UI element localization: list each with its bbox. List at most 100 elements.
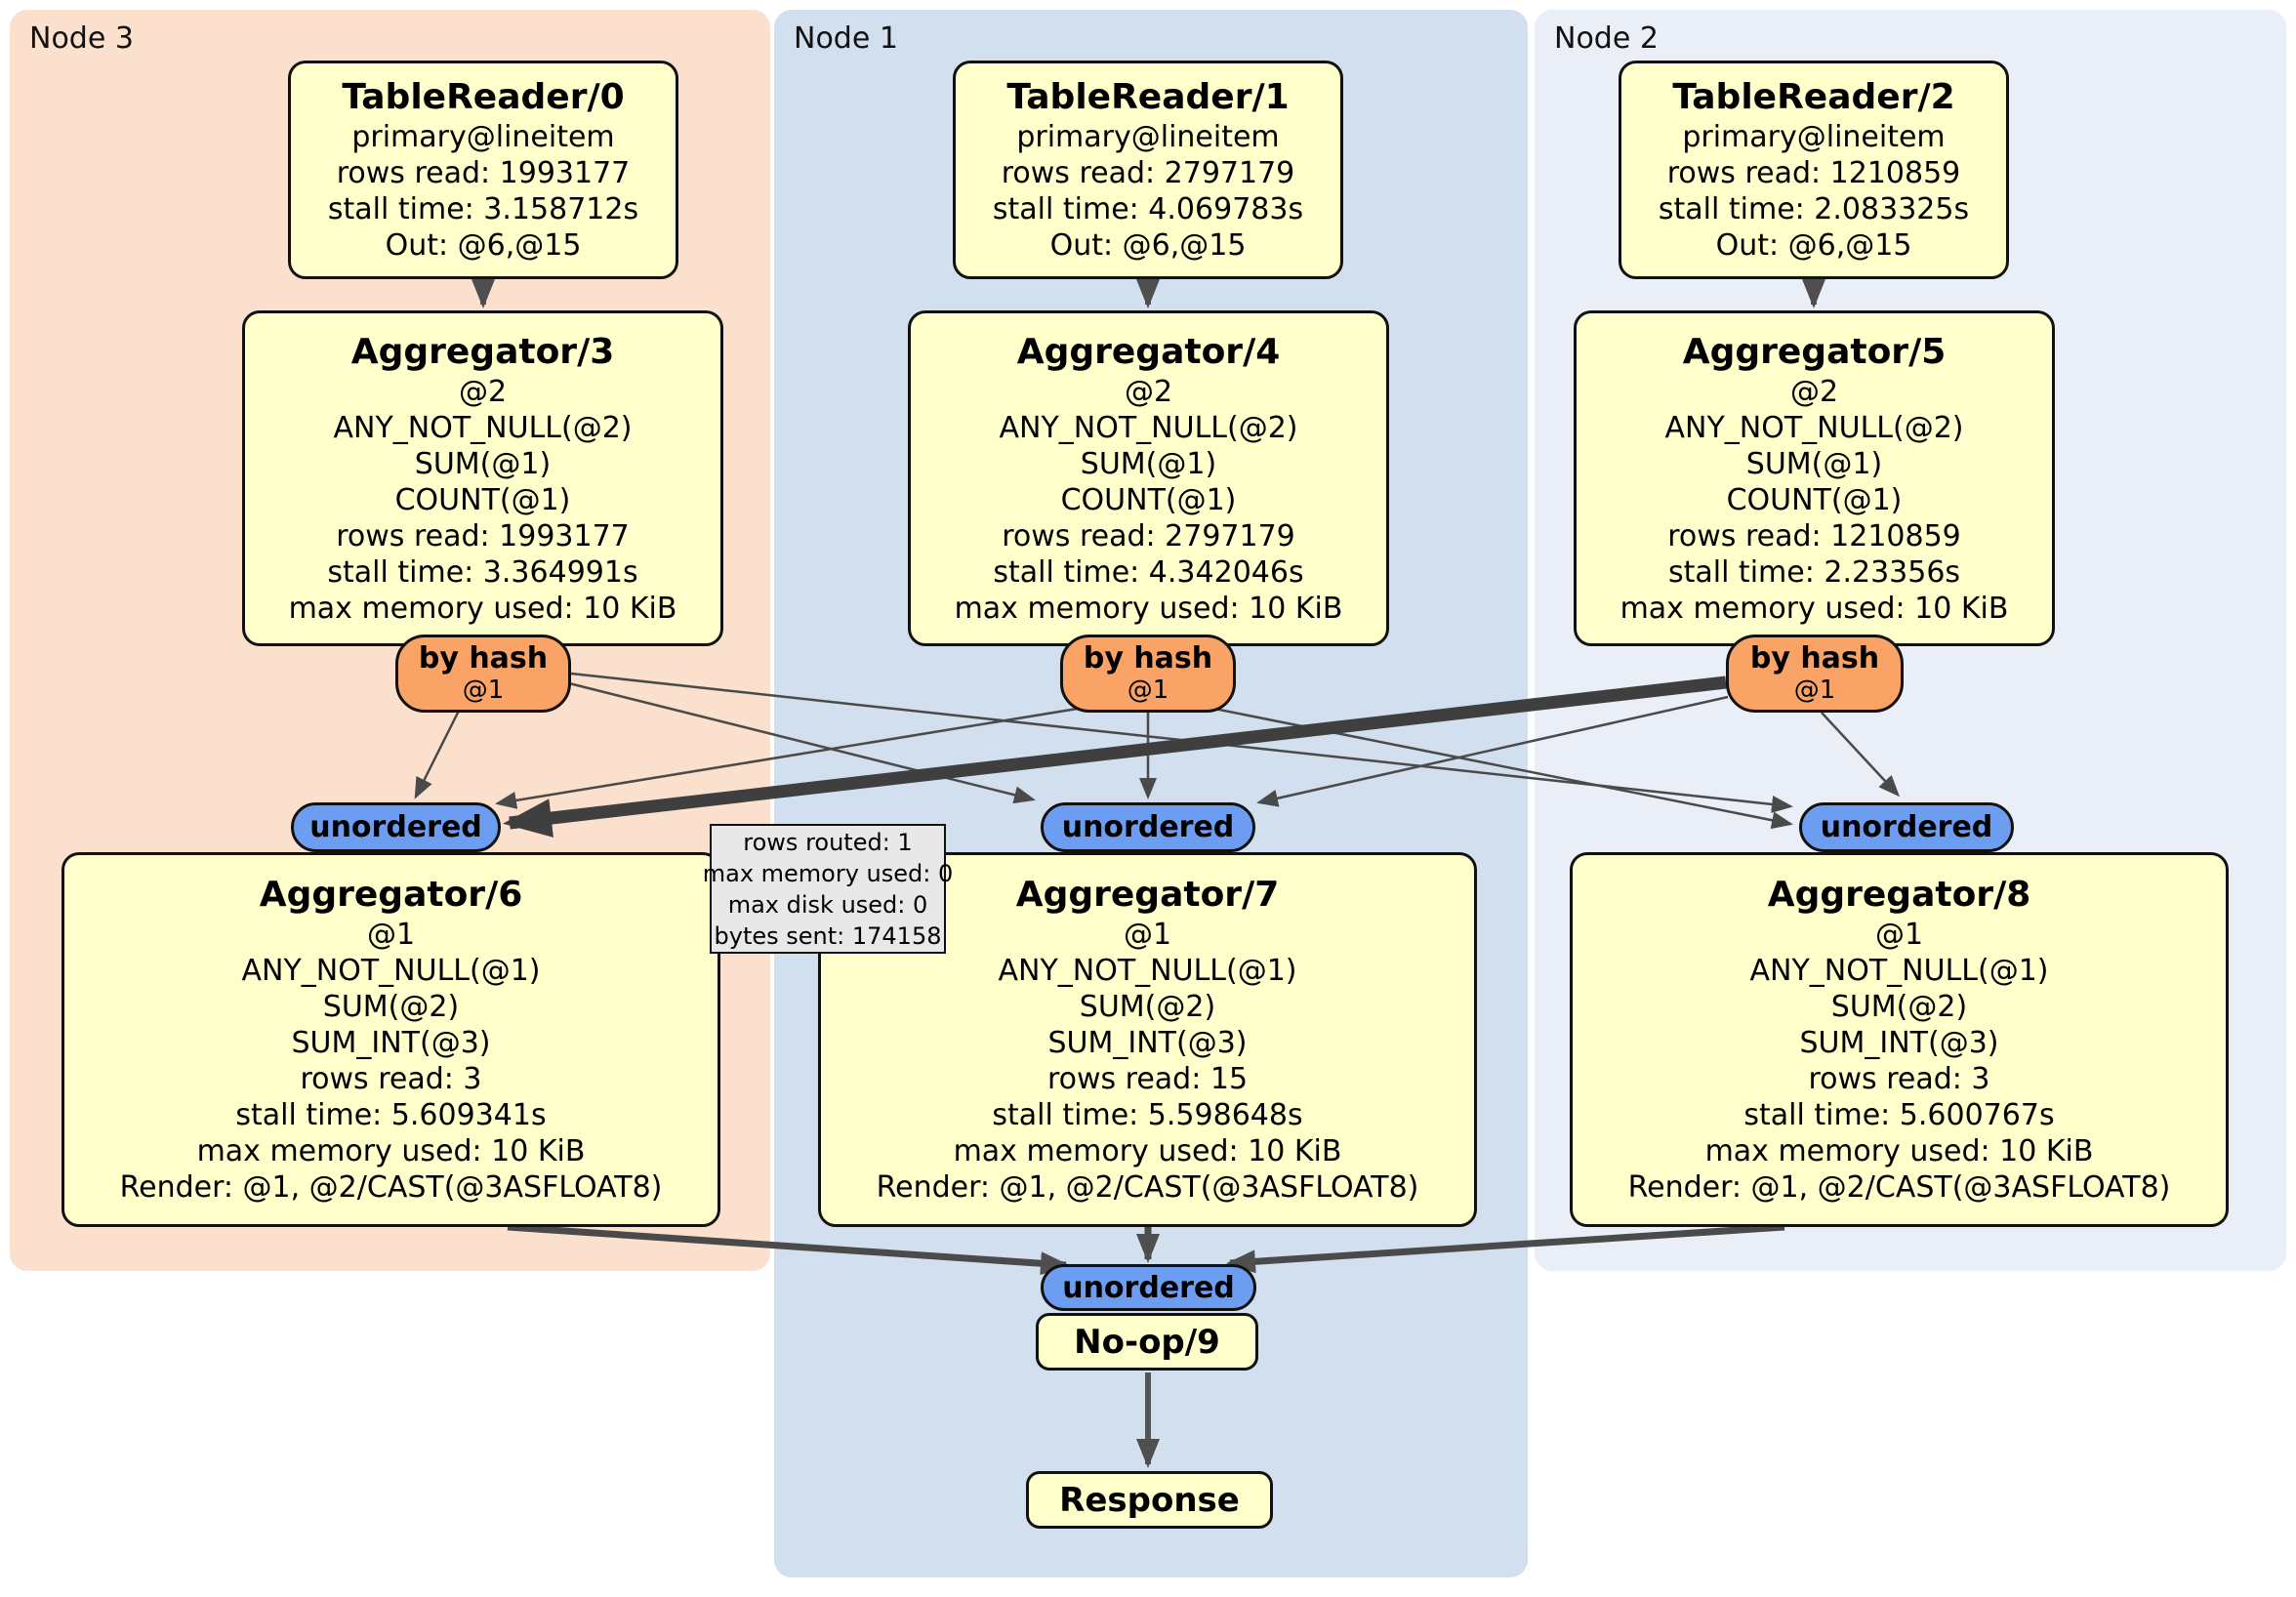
edge-router-node1-to-sync-node3[interactable] (495, 703, 1102, 809)
node-detail: rows read: 1993177 (336, 518, 630, 553)
node-title: No-op/9 (1074, 1322, 1220, 1362)
node-title: Aggregator/5 (1682, 331, 1947, 372)
edge-router-node3-to-sync-node1[interactable] (568, 681, 1036, 804)
node-detail: rows read: 2797179 (1001, 156, 1295, 190)
node-detail: Out: @6,@15 (385, 228, 582, 263)
node-detail: rows read: 15 (1046, 1062, 1249, 1096)
tooltip-line: max disk used: 0 (727, 890, 928, 919)
node-title: Aggregator/3 (350, 331, 615, 372)
node-detail: ANY_NOT_NULL(@2) (999, 410, 1298, 445)
sync-label: unordered (1062, 1270, 1235, 1305)
node-detail: @1 (1123, 918, 1172, 952)
node-box-aggregator-4[interactable]: Aggregator/4 @2 ANY_NOT_NULL(@2) SUM(@1)… (908, 310, 1389, 646)
tooltip-line: bytes sent: 174158 (714, 921, 942, 950)
node-detail: rows read: 1210859 (1666, 156, 1961, 190)
node-detail: rows read: 1993177 (336, 156, 631, 190)
node-detail: max memory used: 10 KiB (953, 1134, 1342, 1168)
node-detail: stall time: 2.23356s (1667, 554, 1961, 590)
sync-label: unordered (309, 810, 482, 844)
node-detail: @1 (1874, 918, 1924, 952)
router-label: by hash (1749, 641, 1880, 676)
router-label: by hash (1083, 641, 1213, 676)
edge-aggregator8-to-final-sync[interactable] (1226, 1223, 1785, 1274)
node-detail: SUM(@1) (1745, 446, 1883, 481)
node-detail: @2 (1124, 374, 1173, 409)
node-detail: ANY_NOT_NULL(@2) (1664, 410, 1964, 445)
node-detail: max memory used: 10 KiB (288, 591, 677, 626)
router-stream: @1 (1793, 676, 1836, 705)
node-detail: ANY_NOT_NULL(@1) (241, 954, 541, 988)
node-box-tablereader-0[interactable]: TableReader/0 primary@lineitem rows read… (288, 61, 678, 279)
node-title: TableReader/2 (1672, 77, 1955, 117)
node-box-aggregator-3[interactable]: Aggregator/3 @2 ANY_NOT_NULL(@2) SUM(@1)… (242, 310, 723, 646)
node-detail: COUNT(@1) (1726, 482, 1903, 517)
node-box-aggregator-8[interactable]: Aggregator/8 @1 ANY_NOT_NULL(@1) SUM(@2)… (1570, 852, 2229, 1227)
node-detail: @1 (366, 918, 416, 952)
sync-unordered-node3[interactable]: unordered (291, 802, 501, 852)
node-title: Response (1059, 1480, 1240, 1520)
edge-router-node2-to-sync-node2[interactable] (1821, 712, 1901, 798)
node-detail: stall time: 5.609341s (235, 1098, 547, 1132)
sync-label: unordered (1820, 810, 1993, 844)
sync-unordered-node2[interactable]: unordered (1799, 802, 2014, 852)
router-by-hash-node2[interactable]: by hash @1 (1726, 635, 1904, 713)
edge-router-node2-to-sync-node3-highlighted[interactable] (503, 676, 1727, 838)
edge-stats-tooltip: rows routed: 1 max memory used: 0 max di… (703, 824, 953, 954)
node-detail: Out: @6,@15 (1715, 228, 1912, 263)
sync-unordered-final[interactable]: unordered (1041, 1264, 1256, 1311)
node-detail: stall time: 5.600767s (1743, 1098, 2055, 1132)
node-detail: Out: @6,@15 (1049, 228, 1247, 263)
node-box-noop-9[interactable]: No-op/9 (1036, 1313, 1258, 1371)
router-label: by hash (418, 641, 549, 676)
node-detail: ANY_NOT_NULL(@1) (998, 954, 1297, 988)
node-detail: stall time: 4.342046s (993, 554, 1304, 590)
node-box-aggregator-5[interactable]: Aggregator/5 @2 ANY_NOT_NULL(@2) SUM(@1)… (1574, 310, 2055, 646)
node-detail: ANY_NOT_NULL(@2) (333, 410, 633, 445)
panel-node-2-label: Node 2 (1554, 21, 1659, 56)
node-detail: Render: @1, @2/CAST(@3ASFLOAT8) (119, 1170, 663, 1205)
node-detail: SUM_INT(@3) (1047, 1026, 1248, 1060)
node-box-aggregator-6[interactable]: Aggregator/6 @1 ANY_NOT_NULL(@1) SUM(@2)… (62, 852, 720, 1227)
edge-router-node2-to-sync-node1[interactable] (1256, 695, 1729, 807)
node-detail: SUM(@2) (1830, 990, 1968, 1024)
router-stream: @1 (462, 676, 505, 705)
node-detail: COUNT(@1) (1060, 482, 1237, 517)
panel-node-3-label: Node 3 (29, 21, 134, 56)
node-detail: stall time: 5.598648s (992, 1098, 1303, 1132)
node-box-tablereader-1[interactable]: TableReader/1 primary@lineitem rows read… (953, 61, 1343, 279)
edge-router-node3-to-sync-node3[interactable] (414, 710, 461, 799)
node-detail: max memory used: 10 KiB (954, 591, 1343, 626)
node-detail: Render: @1, @2/CAST(@3ASFLOAT8) (876, 1170, 1419, 1205)
router-by-hash-node3[interactable]: by hash @1 (395, 635, 571, 713)
node-detail: stall time: 3.364991s (327, 554, 638, 590)
node-title: Aggregator/7 (1015, 875, 1280, 915)
node-detail: stall time: 3.158712s (327, 192, 639, 226)
node-detail: rows read: 3 (300, 1062, 482, 1096)
node-box-response[interactable]: Response (1026, 1471, 1273, 1529)
tooltip-line: rows routed: 1 (743, 828, 913, 856)
node-detail: @2 (1789, 374, 1839, 409)
sync-label: unordered (1061, 810, 1235, 844)
router-stream: @1 (1127, 676, 1169, 705)
node-detail: max memory used: 10 KiB (1704, 1134, 2094, 1168)
sync-unordered-node1[interactable]: unordered (1041, 802, 1255, 852)
node-detail: SUM_INT(@3) (291, 1026, 491, 1060)
node-detail: primary@lineitem (1016, 120, 1280, 154)
node-detail: COUNT(@1) (394, 482, 571, 517)
node-detail: @2 (458, 374, 508, 409)
node-detail: primary@lineitem (351, 120, 615, 154)
edge-router-node1-to-sync-node2[interactable] (1194, 703, 1793, 830)
node-title: TableReader/1 (1006, 77, 1290, 117)
router-by-hash-node1[interactable]: by hash @1 (1060, 635, 1236, 713)
node-detail: max memory used: 10 KiB (1620, 591, 2009, 626)
node-title: Aggregator/6 (259, 875, 523, 915)
edge-aggregator6-to-final-sync[interactable] (507, 1223, 1070, 1276)
node-box-tablereader-2[interactable]: TableReader/2 primary@lineitem rows read… (1619, 61, 2009, 279)
node-box-aggregator-7[interactable]: Aggregator/7 @1 ANY_NOT_NULL(@1) SUM(@2)… (818, 852, 1477, 1227)
panel-node-1-label: Node 1 (794, 21, 898, 56)
node-detail: ANY_NOT_NULL(@1) (1749, 954, 2049, 988)
node-detail: stall time: 2.083325s (1658, 192, 1970, 226)
node-detail: SUM_INT(@3) (1799, 1026, 1999, 1060)
